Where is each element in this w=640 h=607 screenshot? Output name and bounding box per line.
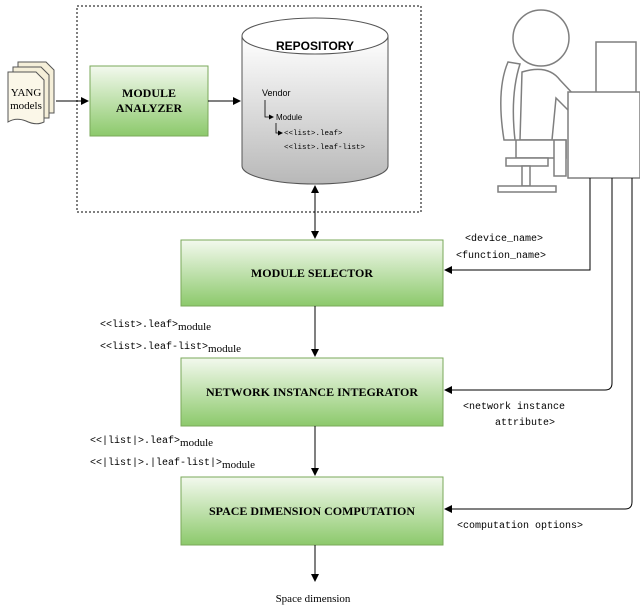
- space-computation-box: SPACE DIMENSION COMPUTATION: [180, 476, 444, 546]
- network-integrator-label: NETWORK INSTANCE INTEGRATOR: [206, 385, 418, 399]
- integrator-output-line1: <<|list|>.leaf>module: [90, 435, 213, 449]
- selector-input-function: <function_name>: [456, 250, 546, 262]
- repository-title: REPOSITORY: [276, 39, 354, 53]
- module-analyzer-line1: MODULE: [122, 86, 176, 100]
- line-user-to-selector: [444, 178, 591, 274]
- computation-input: <computation options>: [457, 520, 583, 532]
- user-at-computer-icon: [497, 9, 640, 193]
- module-selector-label: MODULE SELECTOR: [251, 266, 373, 280]
- line-user-to-computation: [444, 178, 633, 513]
- selector-output-line1: <<list>.leaf>module: [100, 319, 211, 333]
- repository-vendor: Vendor: [262, 88, 291, 98]
- space-computation-label: SPACE DIMENSION COMPUTATION: [209, 504, 415, 518]
- repository-cylinder: REPOSITORY Vendor Module <<list>.leaf> <…: [241, 17, 389, 185]
- selector-input-device: <device_name>: [465, 233, 543, 245]
- selector-output-labels: <<list>.leaf>module <<list>.leaf-list>mo…: [100, 319, 241, 355]
- module-analyzer-box: MODULE ANALYZER: [89, 65, 209, 137]
- line-user-to-integrator: [444, 178, 613, 394]
- repository-module: Module: [276, 113, 303, 122]
- integrator-output-line2: <<|list|>.|leaf-list|>module: [90, 457, 255, 471]
- integrator-output-labels: <<|list|>.leaf>module <<|list|>.|leaf-li…: [90, 435, 255, 471]
- integrator-input-line2: attribute>: [495, 417, 555, 429]
- yang-label-line2: models: [10, 100, 42, 112]
- yang-label-line1: YANG: [11, 87, 42, 99]
- module-analyzer-line2: ANALYZER: [116, 101, 183, 115]
- output-label: Space dimension: [276, 593, 351, 605]
- analyzer-repository-frame: [76, 5, 422, 213]
- module-selector-box: MODULE SELECTOR: [180, 239, 444, 307]
- integrator-input-line1: <network instance: [463, 401, 565, 413]
- yang-models-documents: YANG models: [7, 61, 55, 125]
- repository-leaf-list: <<list>.leaf-list>: [284, 144, 366, 152]
- selector-output-line2: <<list>.leaf-list>module: [100, 341, 241, 355]
- network-integrator-box: NETWORK INSTANCE INTEGRATOR: [180, 357, 444, 427]
- repository-leaf: <<list>.leaf>: [284, 130, 343, 138]
